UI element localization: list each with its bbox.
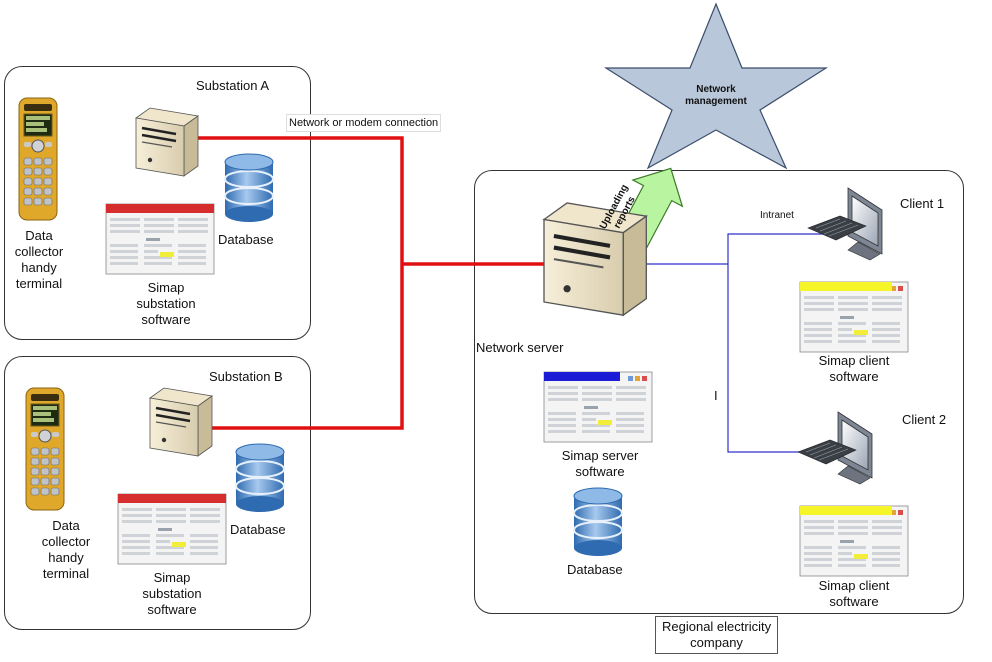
database-label-a: Database — [218, 232, 274, 247]
substation-software-screenshot-b — [117, 493, 227, 565]
server-app-titlebar — [544, 372, 620, 381]
client-2-pc — [797, 411, 873, 485]
network-server-tower — [544, 203, 646, 315]
substation-software-screenshot-a — [105, 203, 215, 275]
app-titlebar-b — [118, 494, 226, 503]
connection-label: Network or modem connection — [286, 114, 442, 132]
client-1-title: Client 1 — [900, 196, 945, 211]
client-2-title: Client 2 — [902, 412, 947, 427]
substation-b-title: Substation B — [209, 369, 283, 384]
server-tower-b — [148, 386, 214, 458]
client-2-app-titlebar — [800, 506, 892, 515]
client-2-software-screenshot — [799, 505, 909, 577]
intranet-mark: I — [714, 388, 718, 403]
substation-a-title: Substation A — [196, 78, 269, 93]
handheld-terminal-b — [25, 387, 65, 511]
database-icon-b — [235, 443, 285, 513]
link-substation-a — [182, 136, 404, 264]
link-substation-b — [182, 264, 404, 430]
database-label-server: Database — [567, 562, 623, 577]
server-software-screenshot — [543, 371, 653, 443]
database-icon-server — [573, 487, 623, 557]
client-1-software-screenshot — [799, 281, 909, 353]
intranet-label: Intranet — [760, 210, 794, 221]
client-1-pc — [807, 187, 883, 261]
database-label-b: Database — [230, 522, 286, 537]
client-1-app-titlebar — [800, 282, 892, 291]
app-titlebar-a — [106, 204, 214, 213]
network-server-label: Network server — [476, 340, 564, 355]
server-tower-a — [134, 106, 200, 178]
database-icon-a — [224, 153, 274, 223]
network-management-star — [603, 2, 829, 170]
handheld-terminal-a — [18, 97, 58, 221]
